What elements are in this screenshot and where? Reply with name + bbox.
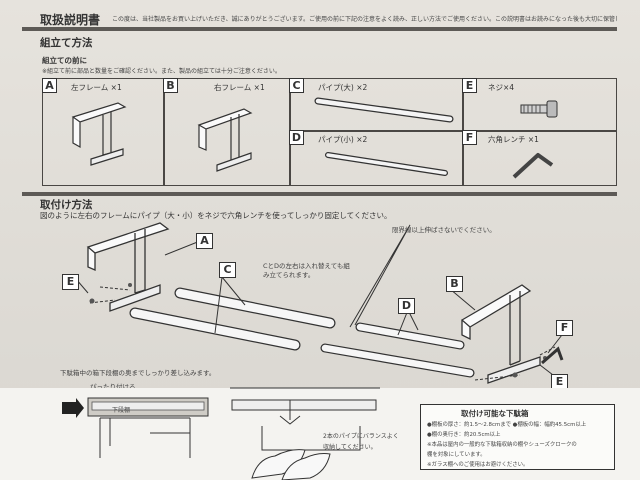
intro-text: この度は、当社製品をお買い上げいただき、誠にありがとうございます。ご使用の前に下… — [112, 16, 617, 23]
part-label: 右フレーム ×1 — [214, 83, 265, 92]
page-title: 取扱説明書 — [40, 13, 101, 27]
part-label: 六角レンチ ×1 — [488, 135, 539, 144]
small-pipe-illustration — [325, 152, 448, 176]
diagram-label-c: C — [219, 262, 236, 278]
cd-note: CとDの左右は入れ替えても組み立てられます。 — [263, 262, 350, 279]
assembly-title: 組立て方法 — [40, 37, 93, 49]
diagram-label-f: F — [556, 320, 573, 336]
part-letter: D — [289, 130, 304, 145]
shoebox-spec-5: ※ガラス棚へのご使用はお避けください。 — [427, 462, 529, 468]
part-label: パイプ(小) ×2 — [318, 135, 368, 144]
part-cell-b: B 右フレーム ×1 — [163, 78, 291, 186]
diagram-label-a: A — [196, 233, 213, 249]
insert-instruction: 下駄箱中の箱下段棚の奥までしっかり差し込みます。 — [60, 369, 216, 377]
shoebox-spec-3: ※本品は屋内の一般的な下駄箱収納の棚やシューズクロークの — [427, 442, 577, 448]
compatible-shoebox-box: 取付け可能な下駄箱 ●棚板の厚さ：約1.5〜2.8cmまで ●棚板の幅：幅約45… — [420, 404, 615, 470]
part-cell-f: F 六角レンチ ×1 — [462, 130, 617, 186]
shoebox-spec-2: ●棚の奥行き：約20.5cm以上 — [427, 432, 501, 438]
part-cell-d: D パイプ(小) ×2 — [289, 130, 464, 186]
before-title: 組立ての前に — [42, 56, 87, 65]
shelf-label: 下段棚 — [112, 407, 131, 414]
install-title: 取付け方法 — [40, 199, 93, 211]
screw-illustration — [520, 100, 558, 118]
balance-note-line-1: 2本のパイプにバランスよく — [323, 433, 399, 440]
part-letter: B — [163, 78, 178, 93]
large-pipe-illustration — [314, 97, 454, 123]
right-frame-illustration — [197, 108, 253, 172]
section-divider — [22, 192, 617, 196]
part-cell-c: C パイプ(大) ×2 — [289, 78, 464, 132]
left-frame-illustration — [71, 102, 127, 166]
part-cell-e: E ネジ×4 — [462, 78, 617, 132]
part-cell-a: A 左フレーム ×1 — [42, 78, 165, 186]
part-label: 左フレーム ×1 — [71, 83, 122, 92]
part-letter: C — [289, 78, 304, 93]
balance-note-line-2: 収納してください。 — [323, 444, 377, 451]
limit-line-note: 限界線以上伸ばさないでください。 — [392, 226, 496, 234]
part-letter: A — [42, 78, 57, 93]
part-letter: F — [462, 130, 477, 145]
part-letter: E — [462, 78, 477, 93]
before-note: ※組立て前に部品と数量をご確認ください。また、製品の組立ては十分ご注意ください。 — [42, 68, 281, 75]
hex-wrench-illustration — [512, 153, 554, 179]
part-label: パイプ(大) ×2 — [318, 83, 368, 92]
header-divider — [22, 27, 617, 31]
diagram-label-d: D — [398, 298, 415, 314]
installation-diagram — [75, 222, 566, 384]
fit-label: ぴったり付ける — [90, 383, 136, 391]
diagram-label-e-left: E — [62, 274, 79, 290]
shoebox-title: 取付け可能な下駄箱 — [461, 409, 529, 418]
shoebox-spec-1: ●棚板の厚さ：約1.5〜2.8cmまで ●棚板の幅：幅約45.5cm以上 — [427, 422, 587, 428]
install-description: 図のように左右のフレームにパイプ（大・小）をネジで六角レンチを使ってしっかり固定… — [40, 211, 392, 220]
part-label: ネジ×4 — [488, 83, 515, 92]
shoebox-spec-4: 棚を対象にしています。 — [427, 452, 486, 458]
diagram-label-b: B — [446, 276, 463, 292]
